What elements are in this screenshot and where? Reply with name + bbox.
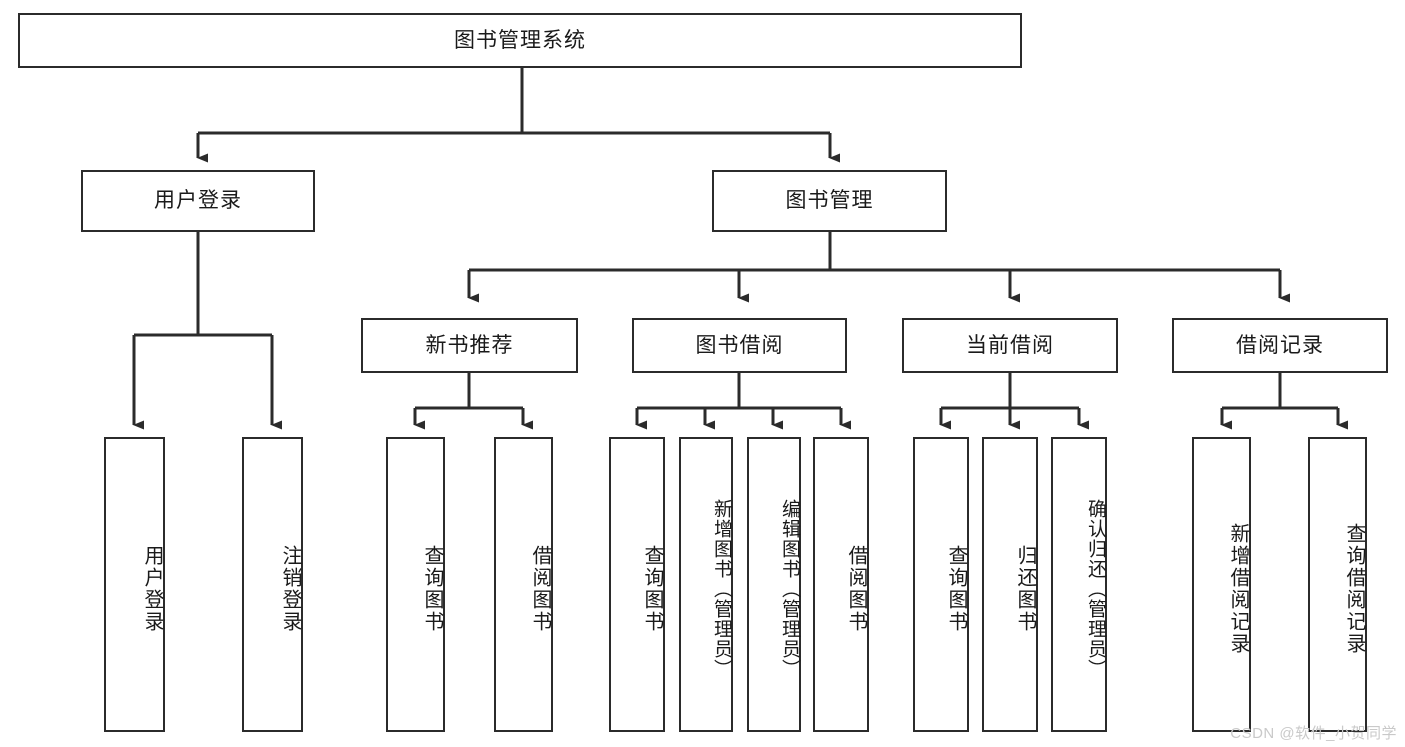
leaf-new-book-borrow-book[interactable]: 借阅图书 [494, 437, 553, 732]
leaf-borrow-record-query-record[interactable]: 查询借阅记录 [1308, 437, 1367, 732]
leaf-new-book-query-book[interactable]: 查询图书 [386, 437, 445, 732]
node-root-system[interactable]: 图书管理系统 [18, 13, 1022, 68]
leaf-current-borrow-return-book[interactable]: 归还图书 [982, 437, 1038, 732]
leaf-book-borrow-add-book-admin[interactable]: 新增图书（管理员） [679, 437, 733, 732]
node-user-login[interactable]: 用户登录 [81, 170, 315, 232]
node-book-borrow[interactable]: 图书借阅 [632, 318, 847, 373]
node-current-borrow[interactable]: 当前借阅 [902, 318, 1118, 373]
node-new-book-recommend[interactable]: 新书推荐 [361, 318, 578, 373]
leaf-book-borrow-query-book[interactable]: 查询图书 [609, 437, 665, 732]
node-borrow-record[interactable]: 借阅记录 [1172, 318, 1388, 373]
csdn-watermark: CSDN @软件_小贺同学 [1230, 725, 1397, 742]
leaf-user-login-signin[interactable]: 用户登录 [104, 437, 165, 732]
leaf-borrow-record-add-record[interactable]: 新增借阅记录 [1192, 437, 1251, 732]
leaf-current-borrow-query-book[interactable]: 查询图书 [913, 437, 969, 732]
leaf-book-borrow-borrow-book[interactable]: 借阅图书 [813, 437, 869, 732]
leaf-user-login-signout[interactable]: 注销登录 [242, 437, 303, 732]
leaf-current-borrow-confirm-return-admin[interactable]: 确认归还（管理员） [1051, 437, 1107, 732]
leaf-book-borrow-edit-book-admin[interactable]: 编辑图书（管理员） [747, 437, 801, 732]
node-book-management[interactable]: 图书管理 [712, 170, 947, 232]
